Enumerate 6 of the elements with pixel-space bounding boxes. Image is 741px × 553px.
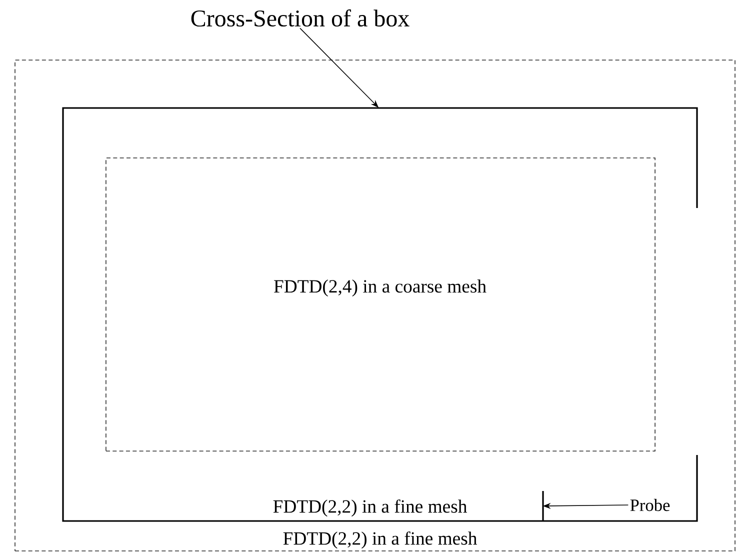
probe-line	[542, 491, 544, 521]
region-label: FDTD(2,4) in a coarse mesh	[274, 280, 486, 296]
region-label: FDTD(2,2) in a fine mesh	[283, 531, 477, 549]
label-text: Cross-Section of a box	[191, 9, 410, 27]
label-text: Probe	[630, 498, 670, 512]
region-label: FDTD(2,2) in a fine mesh	[273, 499, 467, 517]
